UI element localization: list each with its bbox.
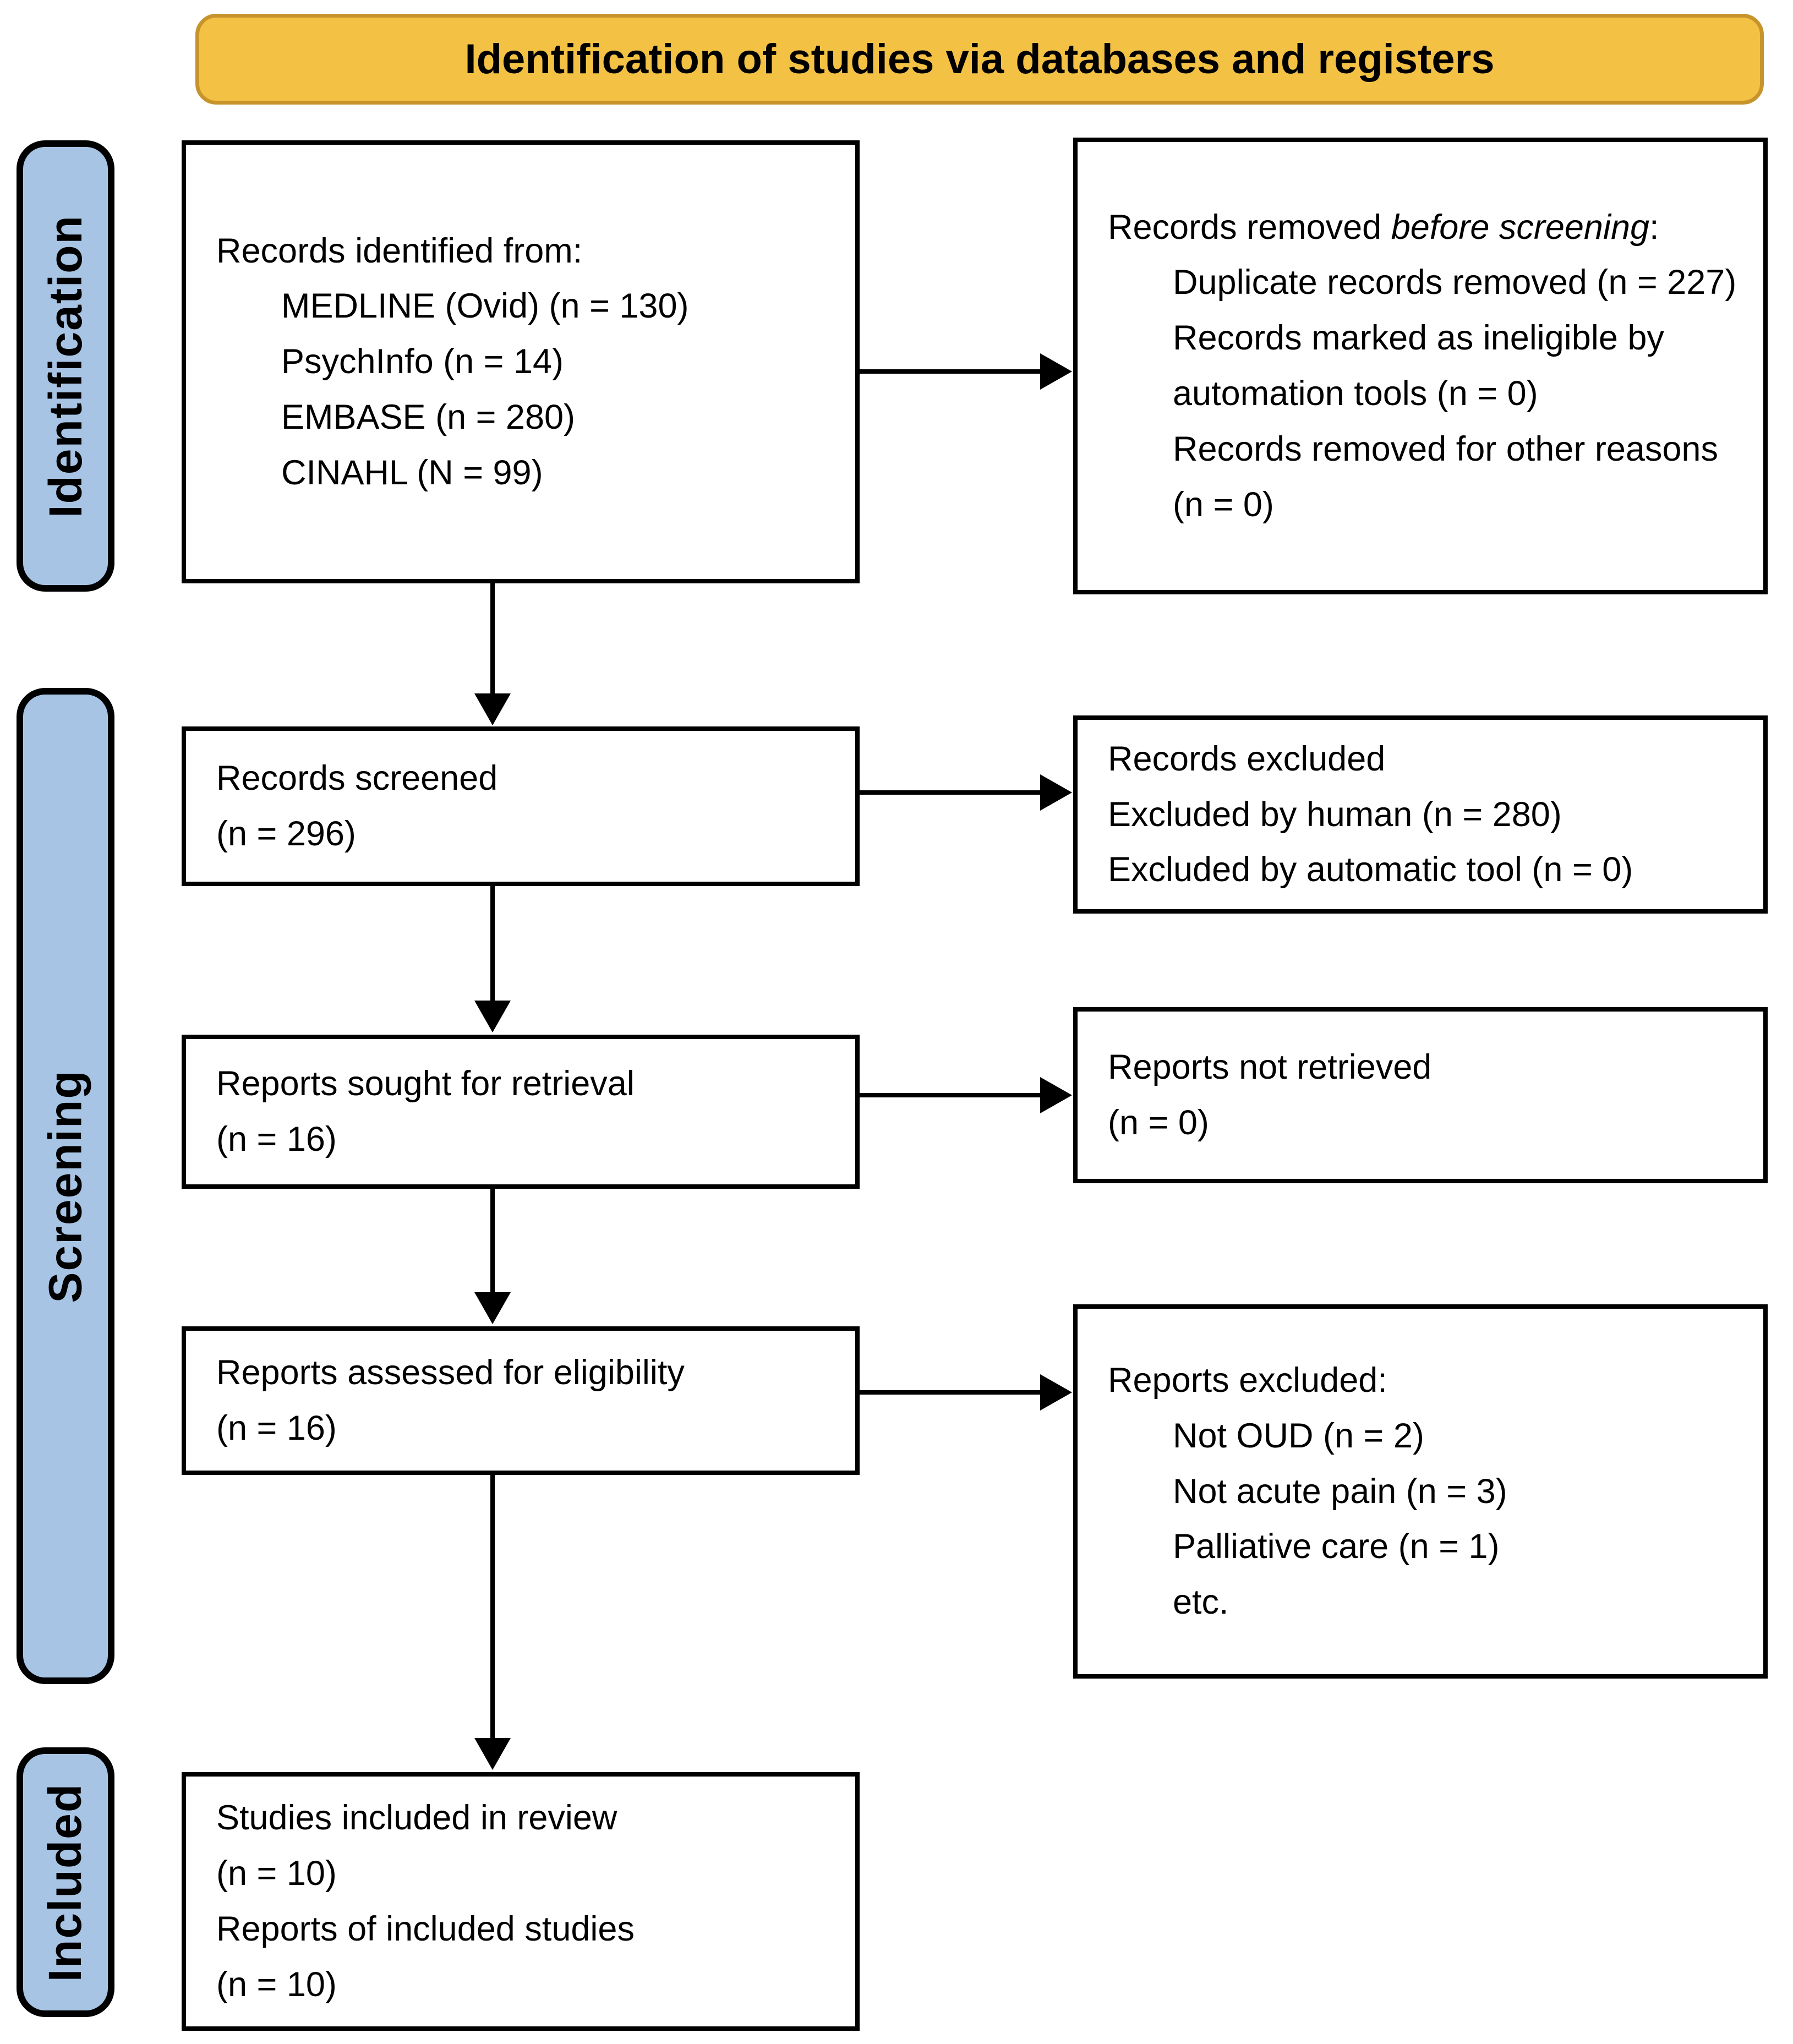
box-title-italic: before screening [1391,207,1650,247]
removed-item: Records marked as ineligible by automati… [1173,319,1664,413]
box-line: (n = 16) [216,1120,337,1158]
box-title-text: Records removed [1108,207,1391,247]
box-line: Excluded by automatic tool (n = 0) [1108,850,1633,889]
box-reports-assessed: Reports assessed for eligibility (n = 16… [182,1326,860,1475]
excluded-item: etc. [1173,1583,1229,1622]
arrow-head-down-icon [474,1001,511,1032]
arrow-line [490,1475,495,1740]
box-line: Studies included in review [216,1799,617,1838]
removed-item: Records removed for other reasons (n = 0… [1173,429,1718,524]
arrow-line [860,369,1042,374]
arrow-head-right-icon [1040,353,1072,390]
excluded-item: Not acute pain (n = 3) [1173,1472,1507,1511]
banner: Identification of studies via databases … [195,14,1764,105]
source-item: CINAHL (N = 99) [281,453,543,492]
stage-label-screening: Screening [39,1069,91,1303]
box-records-identified: Records identified from: MEDLINE (Ovid) … [182,140,860,583]
source-item: MEDLINE (Ovid) (n = 130) [281,287,689,326]
box-title: Records removed before screening: [1108,200,1747,255]
box-title: Records identified from: [216,231,583,270]
box-line: Reports not retrieved [1108,1048,1432,1087]
arrow-head-down-icon [474,693,511,725]
arrow-line [860,1390,1042,1395]
arrow-head-down-icon [474,1738,511,1770]
arrow-line [490,886,495,1003]
arrow-line [490,583,495,696]
removed-item: Duplicate records removed (n = 227) [1173,263,1737,302]
arrow-line [490,1189,495,1294]
box-records-excluded: Records excluded Excluded by human (n = … [1073,715,1768,914]
box-line: (n = 296) [216,815,356,853]
arrow-head-right-icon [1040,774,1072,811]
box-line: Reports of included studies [216,1910,635,1948]
stage-label-included: Included [39,1783,91,1982]
arrow-line [860,1093,1042,1097]
stage-bar-included: Included [17,1747,114,2017]
box-records-removed: Records removed before screening: Duplic… [1073,138,1768,594]
box-title-text: : [1649,207,1659,247]
arrow-head-down-icon [474,1292,511,1324]
box-line: Records screened [216,759,498,798]
box-studies-included: Studies included in review (n = 10) Repo… [182,1772,860,2031]
box-title: Reports excluded: [1108,1361,1387,1400]
box-reports-not-retrieved: Reports not retrieved (n = 0) [1073,1007,1768,1183]
arrow-head-right-icon [1040,1374,1072,1411]
box-reports-excluded: Reports excluded: Not OUD (n = 2) Not ac… [1073,1304,1768,1679]
box-line: Records excluded [1108,739,1386,778]
stage-label-identification: Identification [39,214,91,518]
stage-bar-screening: Screening [17,688,114,1684]
banner-title: Identification of studies via databases … [464,36,1495,83]
source-item: PsychInfo (n = 14) [281,342,564,381]
box-line: Reports assessed for eligibility [216,1353,685,1392]
box-line: Excluded by human (n = 280) [1108,795,1562,834]
box-records-screened: Records screened (n = 296) [182,726,860,886]
source-item: EMBASE (n = 280) [281,397,575,436]
box-line: (n = 0) [1108,1103,1209,1142]
box-line: (n = 10) [216,1965,337,2004]
excluded-item: Palliative care (n = 1) [1173,1527,1500,1566]
arrow-head-right-icon [1040,1077,1072,1113]
box-reports-sought: Reports sought for retrieval (n = 16) [182,1035,860,1189]
stage-bar-identification: Identification [17,140,114,592]
box-line: Reports sought for retrieval [216,1064,635,1103]
box-line: (n = 16) [216,1409,337,1447]
excluded-item: Not OUD (n = 2) [1173,1416,1424,1455]
arrow-line [860,790,1042,795]
box-line: (n = 10) [216,1854,337,1893]
